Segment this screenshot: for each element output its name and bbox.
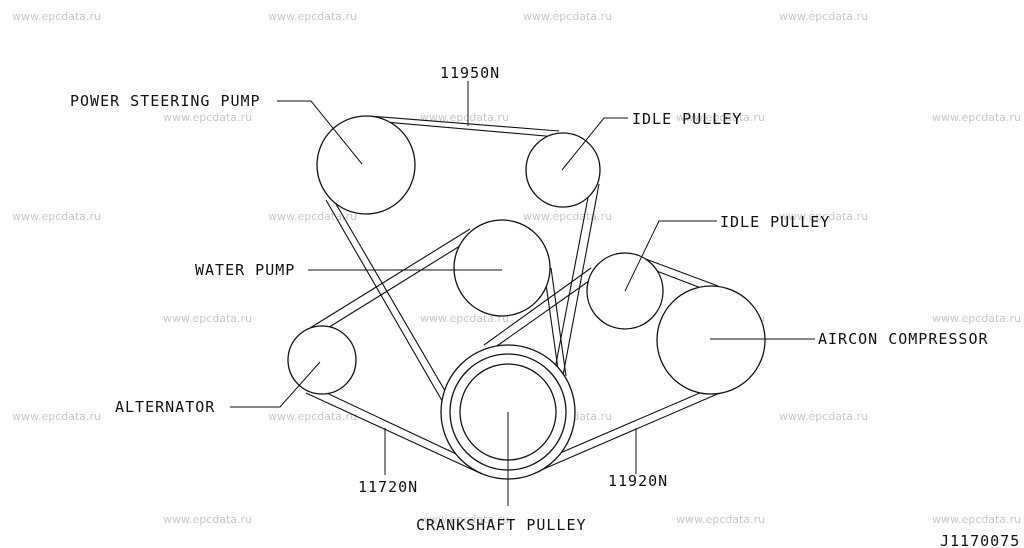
label-idle-pulley-mid: IDLE PULLEY: [720, 213, 830, 231]
alternator-pulley: [287, 325, 357, 395]
watermark-text: www.epcdata.ru: [12, 10, 101, 23]
watermark-text: www.epcdata.ru: [523, 210, 612, 223]
watermark-text: www.epcdata.ru: [932, 312, 1021, 325]
watermark-text: www.epcdata.ru: [12, 410, 101, 423]
watermark-text: www.epcdata.ru: [163, 513, 252, 526]
idle-pulley-top: [525, 132, 601, 208]
watermark-text: www.epcdata.ru: [420, 513, 509, 526]
watermark-text: www.epcdata.ru: [676, 111, 765, 124]
watermark-text: www.epcdata.ru: [12, 210, 101, 223]
water-pump-pulley: [453, 219, 551, 317]
part-number-belt-top: 11950N: [440, 64, 500, 82]
watermark-text: www.epcdata.ru: [163, 312, 252, 325]
watermark-text: www.epcdata.ru: [932, 513, 1021, 526]
power-steering-pump-pulley: [316, 115, 416, 215]
watermark-text: www.epcdata.ru: [932, 111, 1021, 124]
watermark-text: www.epcdata.ru: [420, 312, 509, 325]
label-idle-pulley-top: IDLE PULLEY: [632, 110, 742, 128]
watermark-text: www.epcdata.ru: [268, 10, 357, 23]
watermark-text: www.epcdata.ru: [779, 210, 868, 223]
watermark-text: www.epcdata.ru: [420, 111, 509, 124]
watermark-text: www.epcdata.ru: [268, 410, 357, 423]
aircon-compressor-pulley: [656, 285, 766, 395]
label-crankshaft-pulley: CRANKSHAFT PULLEY: [416, 516, 587, 534]
diagram-id: J1170075: [940, 532, 1020, 548]
label-alternator: ALTERNATOR: [115, 398, 215, 416]
label-aircon-compressor: AIRCON COMPRESSOR: [818, 330, 989, 348]
leader-lines: [230, 81, 815, 506]
label-water-pump: WATER PUMP: [195, 261, 295, 279]
watermark-text: www.epcdata.ru: [676, 513, 765, 526]
watermark-text: www.epcdata.ru: [268, 210, 357, 223]
watermark-text: www.epcdata.ru: [779, 410, 868, 423]
part-number-belt-left: 11720N: [358, 478, 418, 496]
label-power-steering-pump: POWER STEERING PUMP: [70, 92, 261, 110]
belt-11920n: [483, 257, 723, 475]
belt-11720n: [305, 228, 567, 475]
watermark-text: www.epcdata.ru: [779, 10, 868, 23]
part-number-belt-right: 11920N: [608, 472, 668, 490]
watermark-text: www.epcdata.ru: [523, 10, 612, 23]
watermark-text: www.epcdata.ru: [163, 111, 252, 124]
